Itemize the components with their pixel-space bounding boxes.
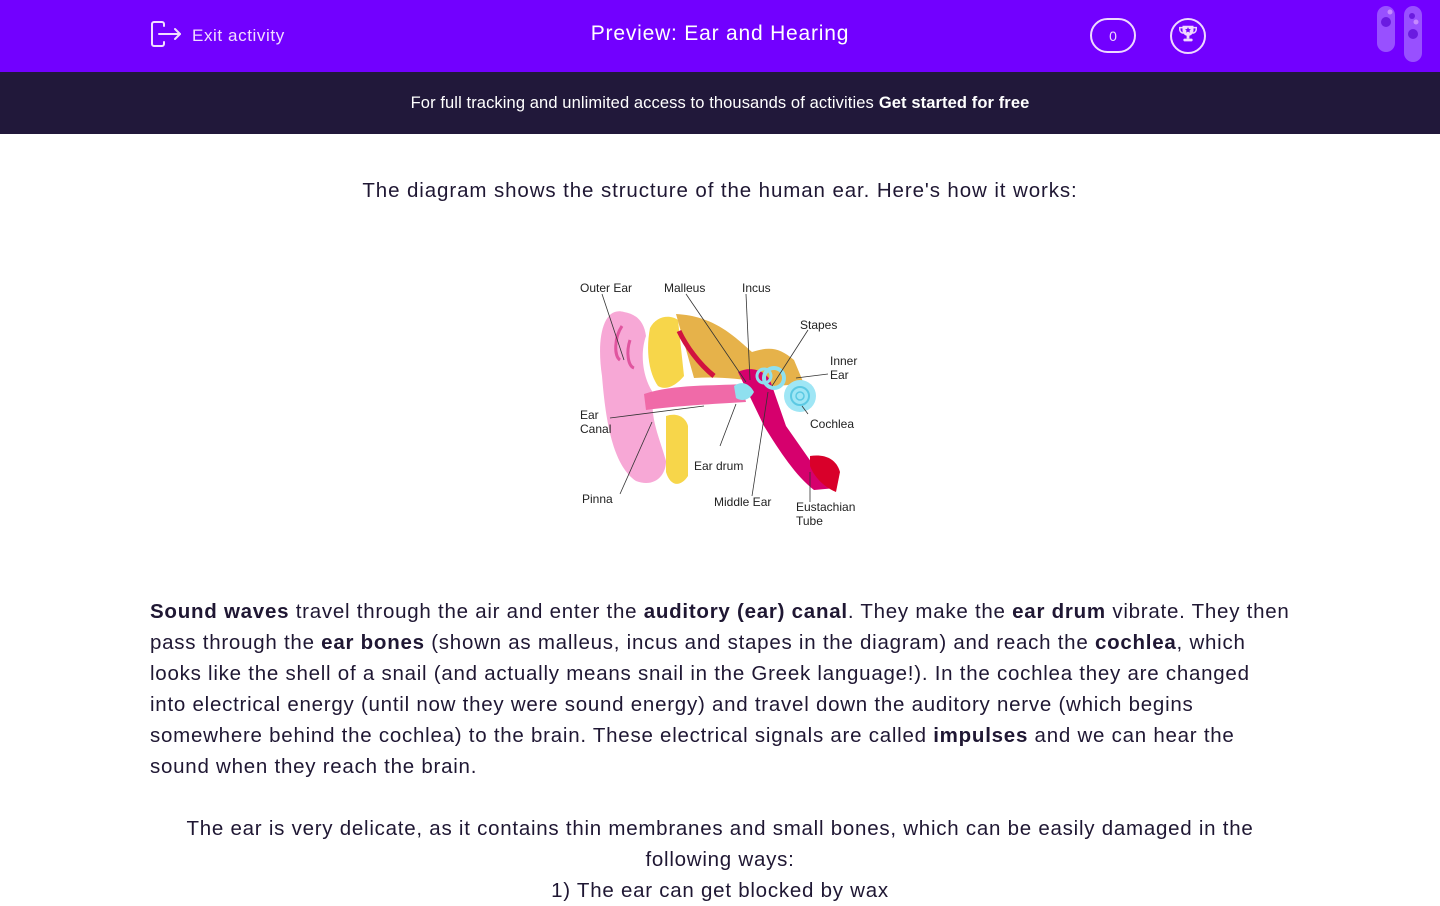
score-badge: 0: [1090, 18, 1136, 53]
exit-icon: [150, 20, 182, 53]
intro-text: The diagram shows the structure of the h…: [362, 179, 1078, 202]
term-auditory-canal: auditory (ear) canal: [643, 600, 848, 623]
trophy-button[interactable]: [1170, 18, 1206, 54]
label-cochlea: Cochlea: [810, 417, 854, 431]
exit-activity-button[interactable]: Exit activity: [150, 20, 285, 53]
paragraph-text: . They make the: [847, 600, 1013, 623]
label-ear-canal-1: Ear: [580, 408, 599, 422]
label-incus: Incus: [742, 281, 771, 295]
term-sound-waves: Sound waves: [150, 600, 290, 623]
label-outer-ear: Outer Ear: [580, 281, 632, 295]
label-pinna: Pinna: [582, 492, 613, 506]
label-inner-ear-2: Ear: [830, 368, 849, 382]
ear-illustration: [600, 311, 840, 492]
damage-intro: The ear is very delicate, as it contains…: [186, 817, 1254, 871]
term-ear-bones: ear bones: [321, 631, 425, 654]
damage-section: The ear is very delicate, as it contains…: [150, 813, 1290, 906]
term-ear-drum: ear drum: [1012, 600, 1106, 623]
label-middle-ear: Middle Ear: [714, 495, 771, 509]
term-impulses: impulses: [933, 724, 1029, 747]
label-malleus: Malleus: [664, 281, 705, 295]
test-tubes-logo: [1374, 4, 1424, 64]
trophy-icon: [1177, 23, 1199, 50]
paragraph-text: (shown as malleus, incus and stapes in t…: [424, 631, 1095, 654]
ear-diagram: Outer Ear Malleus Incus Stapes Inner Ear…: [574, 276, 866, 532]
label-eustachian-2: Tube: [796, 514, 823, 528]
term-cochlea: cochlea: [1094, 631, 1177, 654]
explanation-paragraph: Sound waves travel through the air and e…: [150, 596, 1290, 782]
paragraph-text: and we can hear the sound when they reac…: [150, 724, 1235, 778]
label-ear-canal-2: Canal: [580, 422, 611, 436]
page-title: Preview: Ear and Hearing: [590, 22, 850, 45]
label-eustachian-1: Eustachian: [796, 500, 855, 514]
damage-item: 1) The ear can get blocked by wax: [551, 879, 889, 902]
paragraph-text: vibrate. They then pass through the: [150, 600, 1290, 654]
banner-text: For full tracking and unlimited access t…: [410, 93, 874, 112]
top-bar: Exit activity Preview: Ear and Hearing 0: [0, 0, 1440, 72]
paragraph-text: travel through the air and enter the: [289, 600, 644, 623]
score-value: 0: [1109, 27, 1117, 44]
upgrade-banner: For full tracking and unlimited access t…: [0, 72, 1440, 134]
paragraph-text: , which looks like the shell of a snail …: [150, 631, 1250, 747]
get-started-link[interactable]: Get started for free: [878, 93, 1030, 112]
label-stapes: Stapes: [800, 318, 837, 332]
label-inner-ear-1: Inner: [830, 354, 857, 368]
exit-activity-label: Exit activity: [192, 26, 285, 45]
label-ear-drum: Ear drum: [694, 459, 743, 473]
